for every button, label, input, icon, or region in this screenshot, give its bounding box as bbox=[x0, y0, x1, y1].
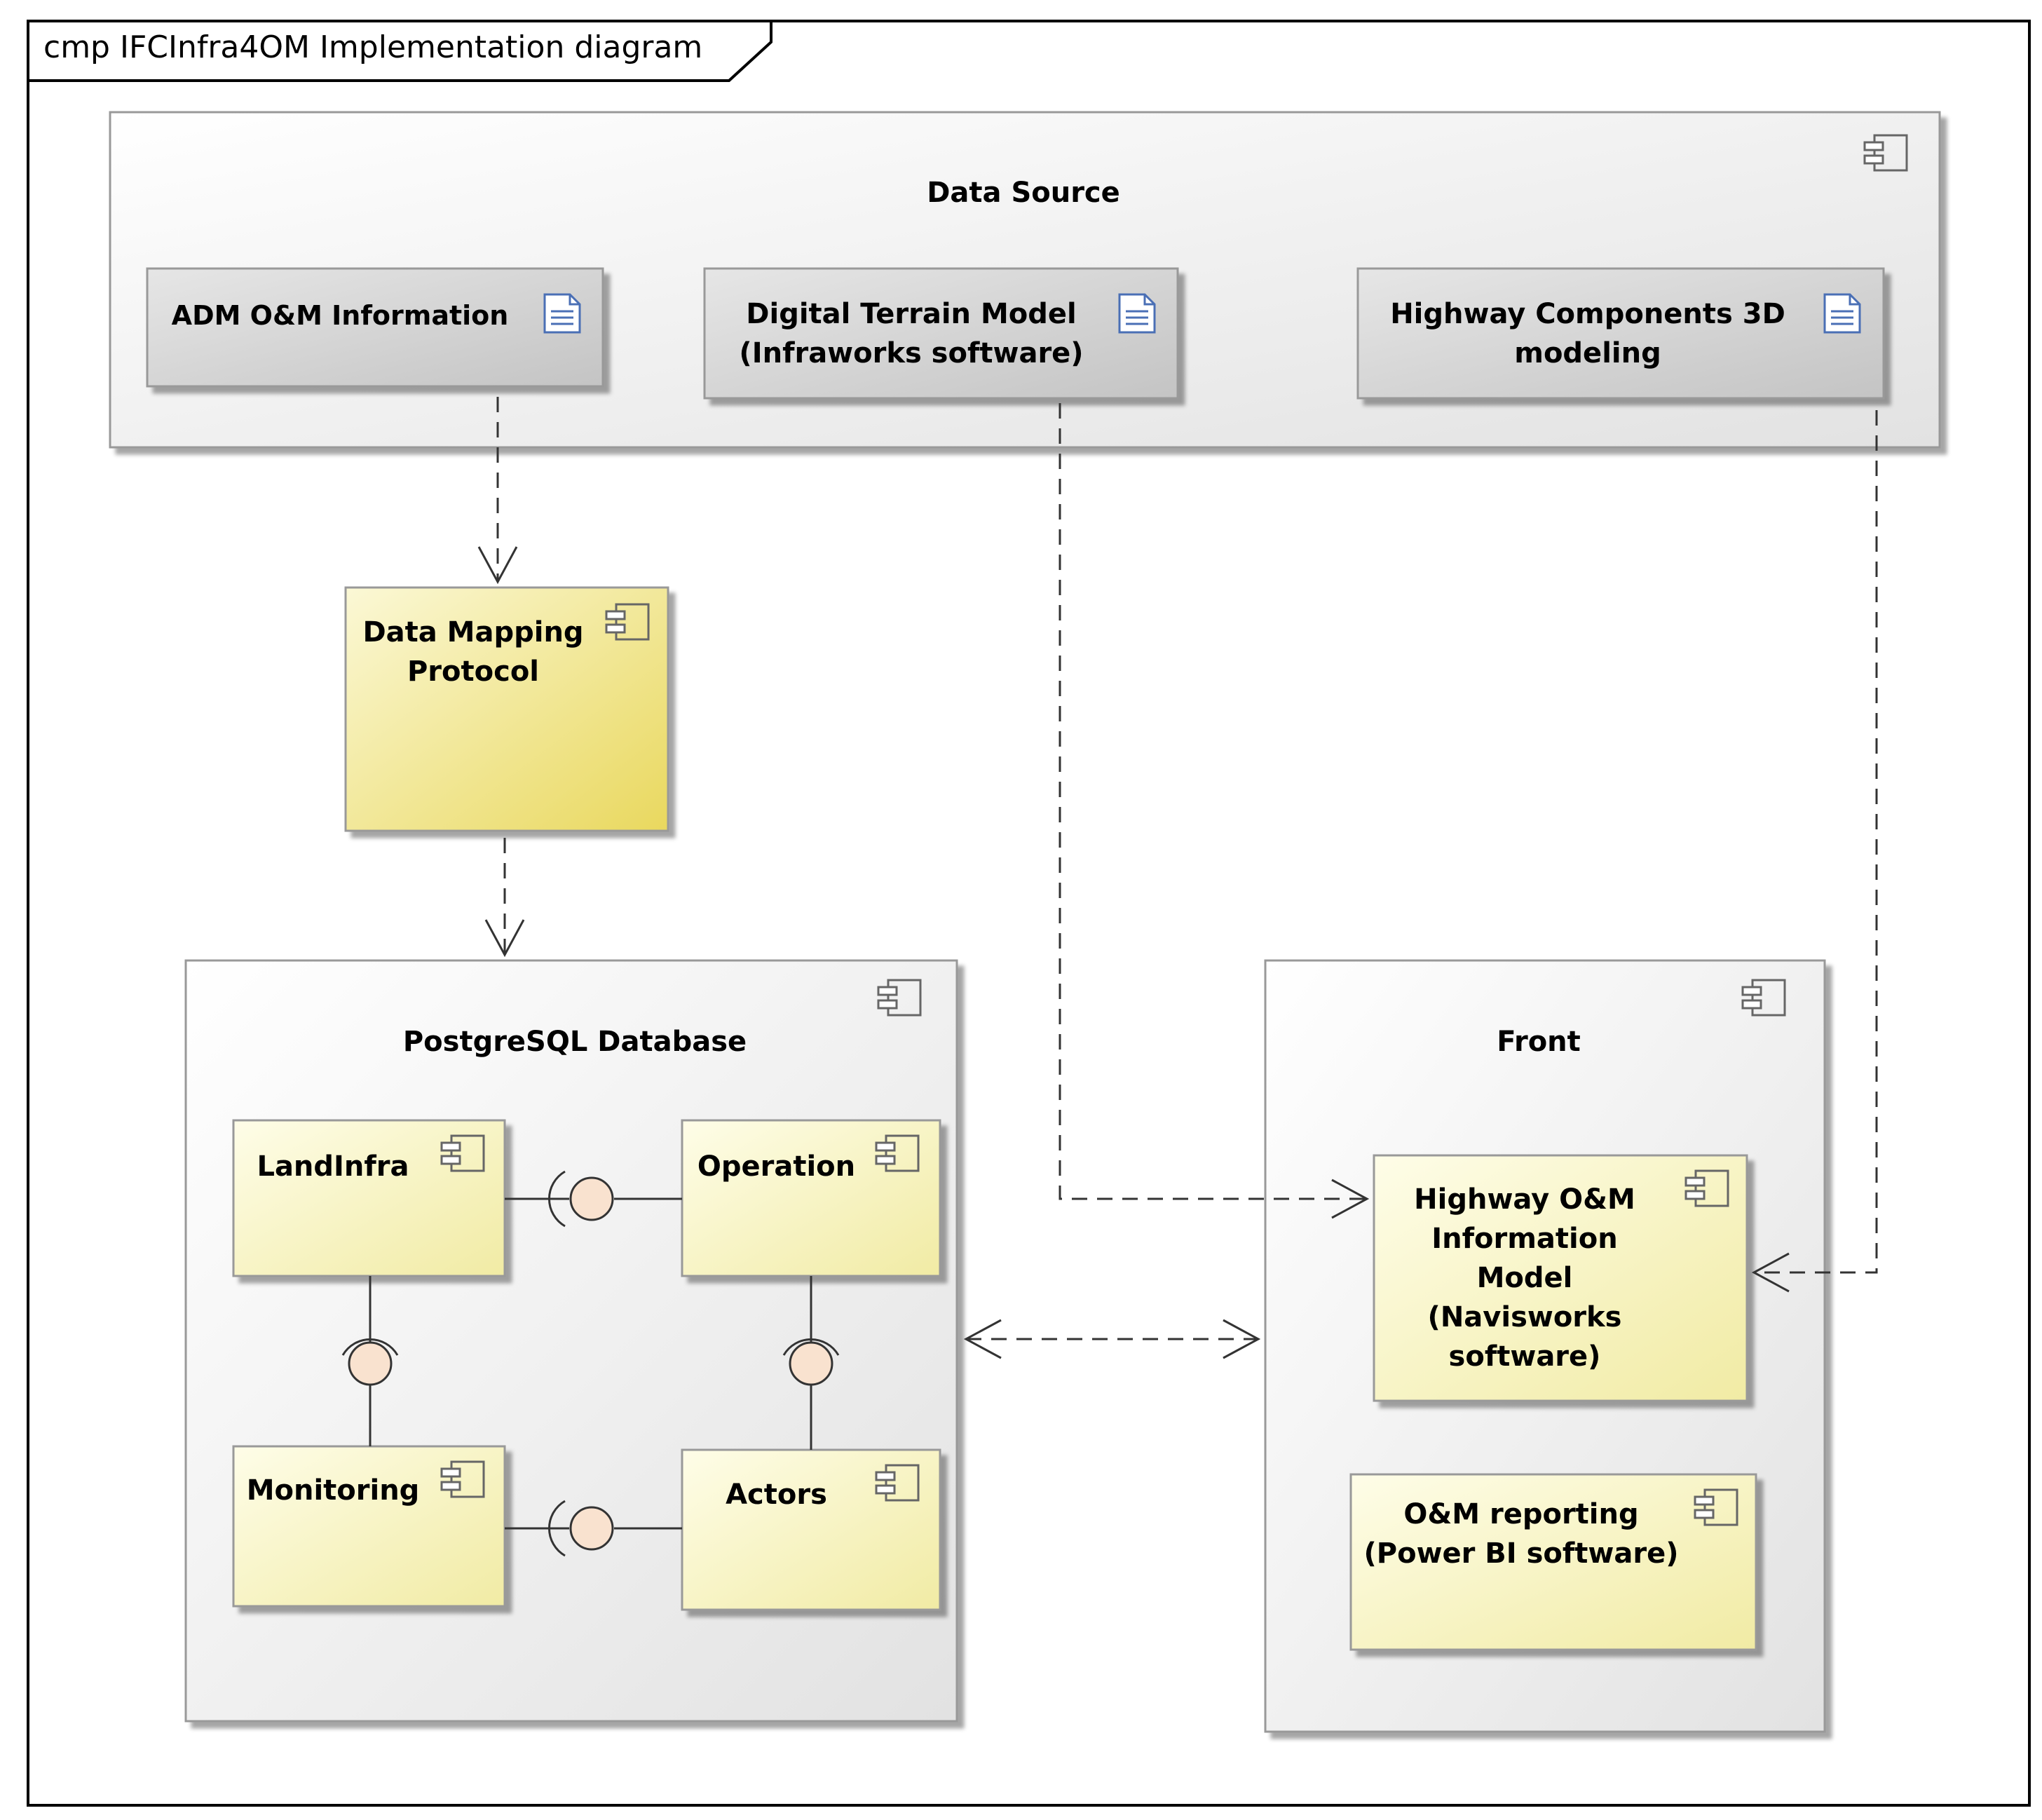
arrowhead bbox=[1331, 1179, 1370, 1219]
arrowhead bbox=[1223, 1319, 1261, 1359]
dtm-to-highway-model-arrow[interactable] bbox=[1059, 403, 1367, 1200]
dtm-label: Digital Terrain Model (Infraworks softwa… bbox=[715, 294, 1108, 373]
diagram-title: cmp IFCInfra4OM Implementation diagram bbox=[43, 29, 703, 65]
mapping-component[interactable] bbox=[344, 586, 669, 832]
reporting-label: O&M reporting (Power BI software) bbox=[1356, 1495, 1686, 1573]
landinfra-monitoring-interface[interactable] bbox=[341, 1276, 399, 1446]
dtm-artifact[interactable] bbox=[703, 267, 1179, 400]
highway-info-model-line1: Highway O&M bbox=[1414, 1183, 1635, 1216]
landinfra-component[interactable] bbox=[232, 1119, 506, 1277]
mapping-label-line2: Protocol bbox=[407, 656, 540, 688]
highway3d-to-highway-model-arrow[interactable] bbox=[1754, 410, 1878, 1274]
operation-label: Operation bbox=[697, 1150, 856, 1183]
mapping-label-line1: Data Mapping bbox=[362, 616, 584, 648]
highway-3d-artifact[interactable] bbox=[1356, 267, 1885, 400]
reporting-component[interactable] bbox=[1349, 1473, 1757, 1651]
highway-info-model-line3: Model bbox=[1476, 1262, 1573, 1294]
operation-component[interactable] bbox=[681, 1119, 941, 1277]
highway-info-model-component[interactable] bbox=[1373, 1154, 1748, 1402]
highway-3d-label-line2: modeling bbox=[1514, 337, 1661, 369]
adm-info-label: ADM O&M Information bbox=[171, 300, 509, 331]
actors-component[interactable] bbox=[681, 1448, 941, 1611]
reporting-label-line2: (Power BI software) bbox=[1363, 1537, 1679, 1570]
actors-label: Actors bbox=[726, 1479, 827, 1511]
highway-info-model-line2: Information bbox=[1431, 1223, 1618, 1255]
highway-3d-label: Highway Components 3D modeling bbox=[1370, 294, 1805, 373]
artifact-icon bbox=[543, 293, 581, 334]
arrowhead bbox=[484, 919, 525, 958]
highway-info-model-line5: software) bbox=[1448, 1340, 1601, 1373]
front-label: Front bbox=[1497, 1026, 1581, 1058]
artifact-icon bbox=[1823, 293, 1861, 334]
highway-info-model-line4: (Navisworks bbox=[1427, 1301, 1622, 1333]
arrowhead bbox=[1751, 1252, 1790, 1293]
data-source-label: Data Source bbox=[927, 177, 1120, 209]
highway-info-model-label: Highway O&M Information Model (Naviswork… bbox=[1377, 1180, 1672, 1376]
dtm-label-line2: (Infraworks software) bbox=[739, 337, 1084, 369]
monitoring-component[interactable] bbox=[232, 1445, 506, 1608]
monitoring-actors-interface[interactable] bbox=[505, 1500, 682, 1557]
artifact-icon bbox=[1118, 293, 1156, 334]
landinfra-label: LandInfra bbox=[257, 1150, 409, 1183]
operation-actors-interface[interactable] bbox=[782, 1276, 840, 1450]
highway-3d-label-line1: Highway Components 3D bbox=[1390, 298, 1785, 330]
reporting-label-line1: O&M reporting bbox=[1403, 1498, 1639, 1530]
arrowhead bbox=[963, 1319, 1002, 1359]
arrowhead bbox=[477, 546, 518, 585]
postgres-label: PostgreSQL Database bbox=[402, 1026, 747, 1058]
adm-info-artifact[interactable] bbox=[146, 267, 604, 388]
dtm-label-line1: Digital Terrain Model bbox=[746, 298, 1077, 330]
mapping-label: Data Mapping Protocol bbox=[350, 613, 596, 691]
landinfra-operation-interface[interactable] bbox=[505, 1170, 682, 1228]
monitoring-label: Monitoring bbox=[246, 1474, 420, 1507]
